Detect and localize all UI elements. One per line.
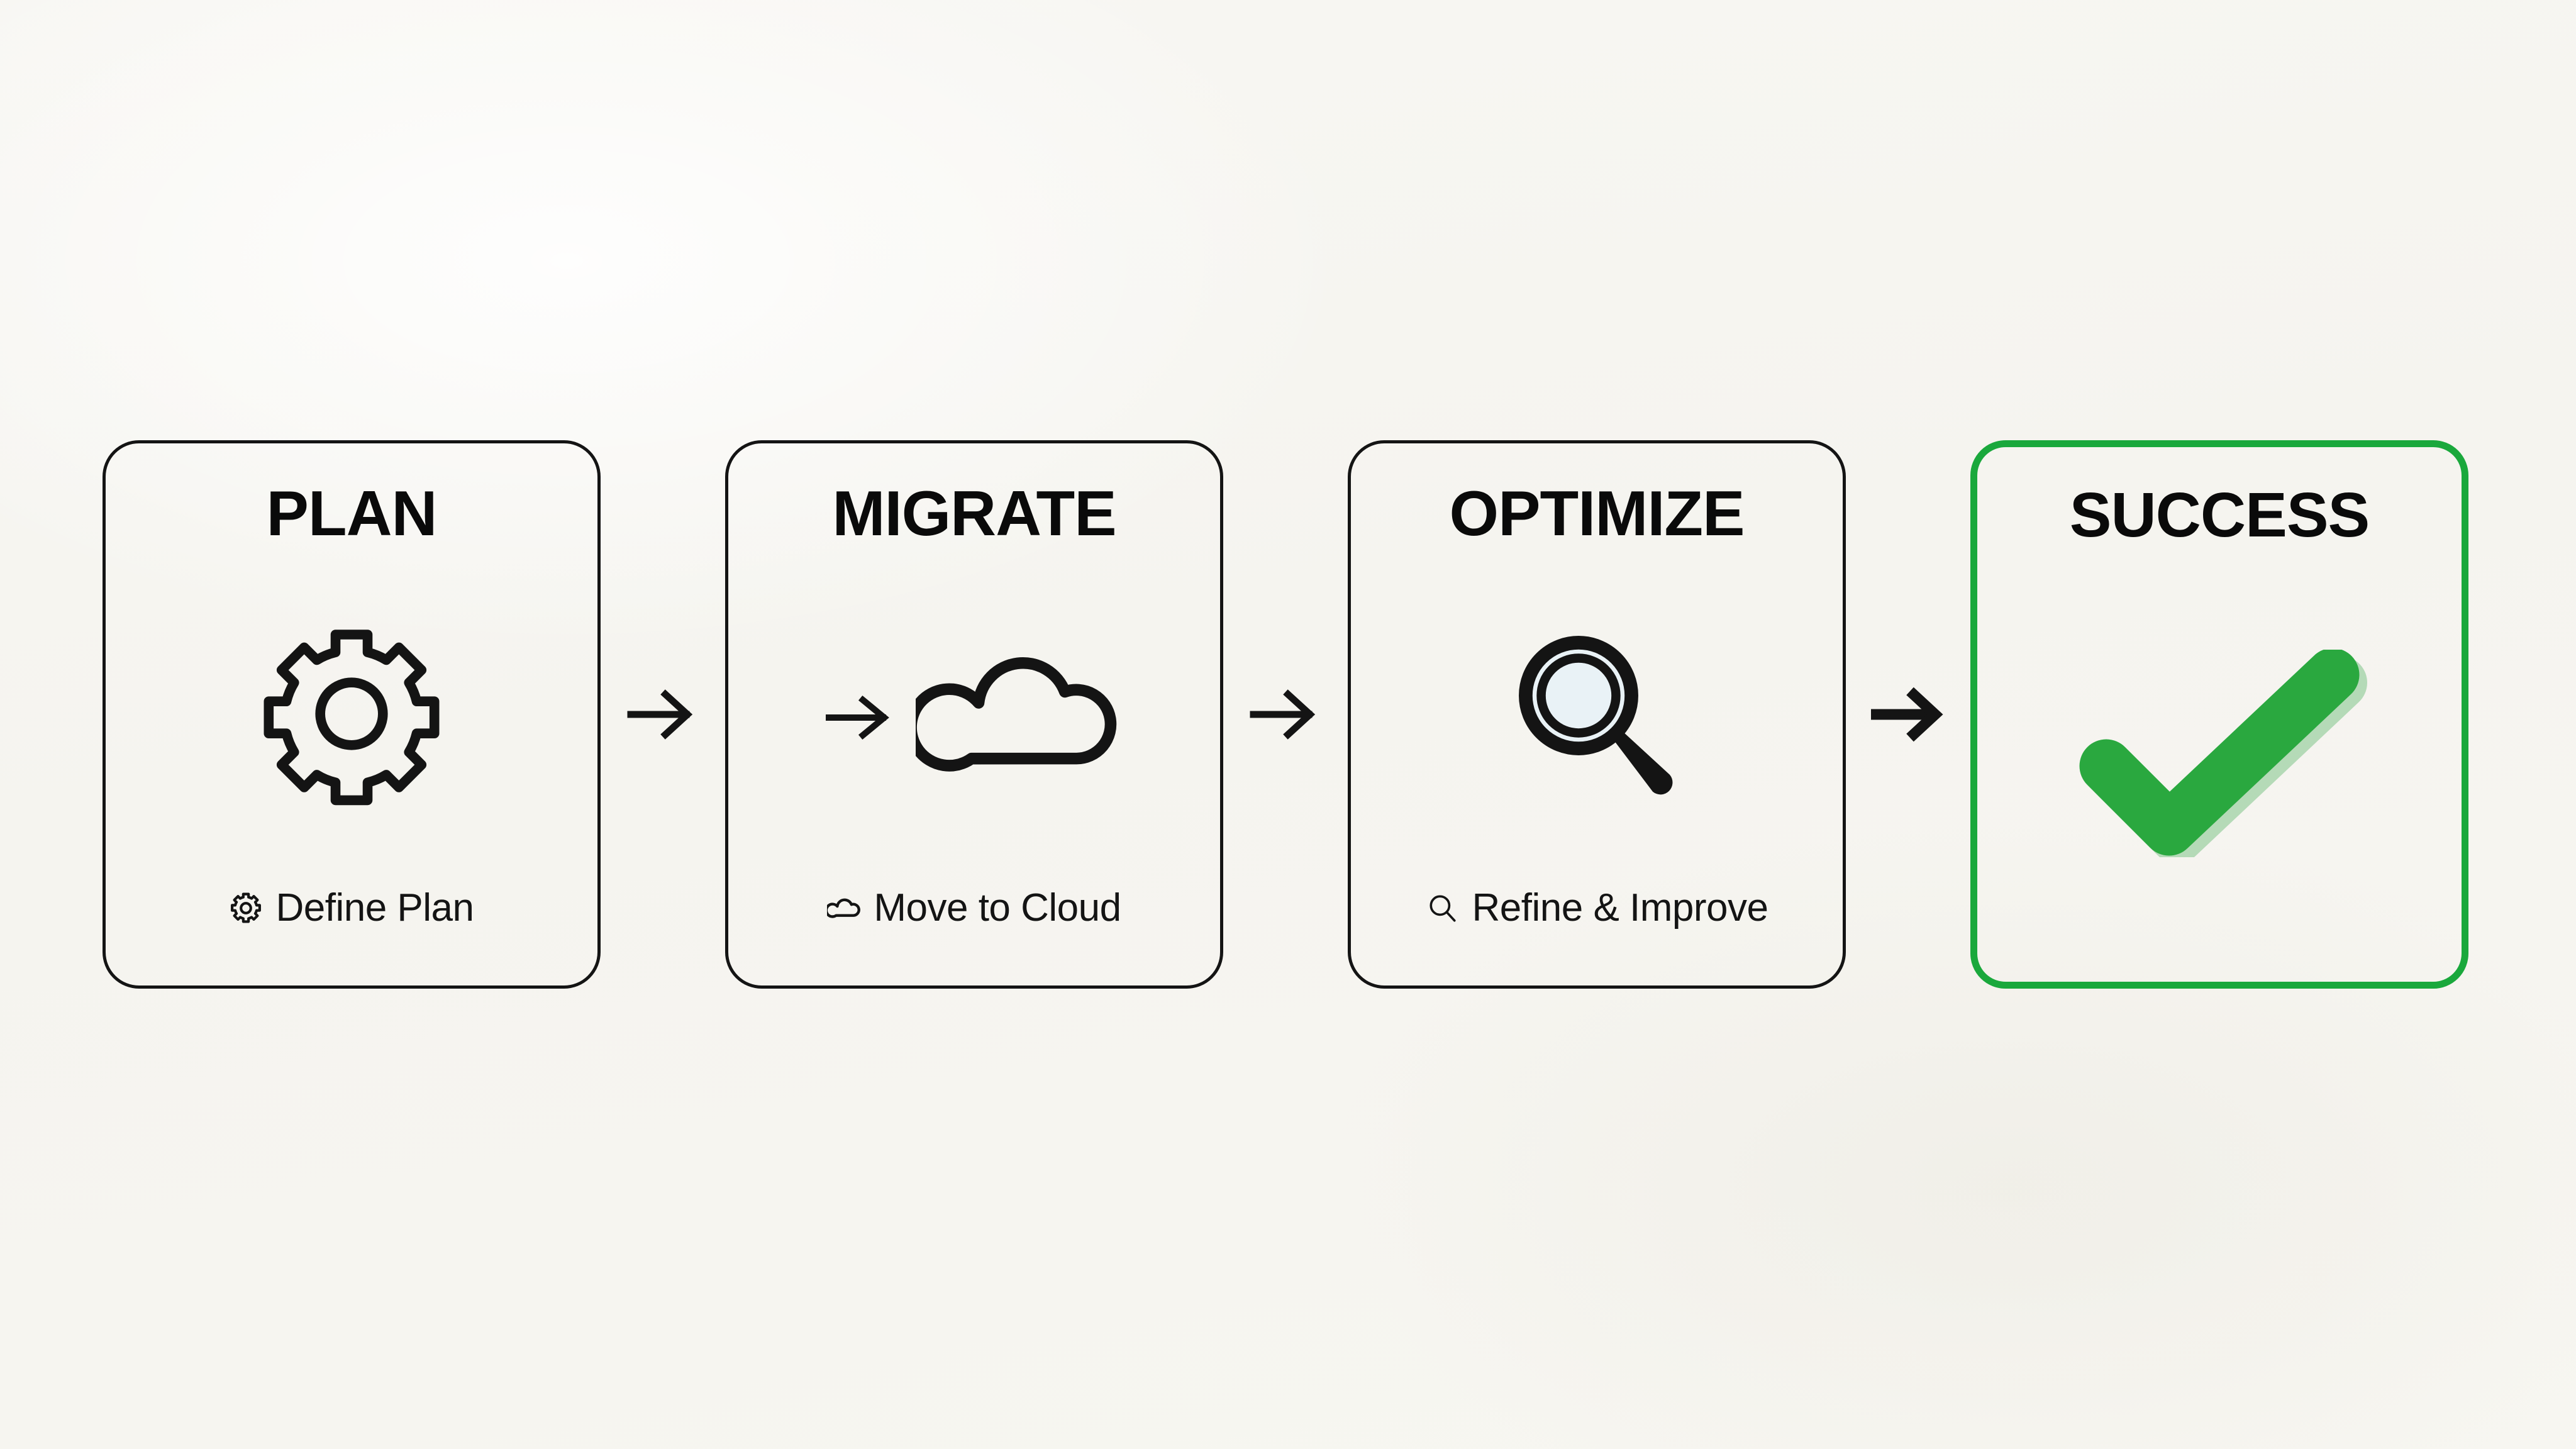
step-visual-plan [106, 542, 597, 889]
arrow-right-icon [1867, 681, 1949, 748]
step-footer-plan: Define Plan [229, 889, 474, 928]
gear-icon [257, 619, 446, 811]
cloud-icon [905, 640, 1123, 791]
step-visual-migrate [728, 542, 1220, 889]
cloud-icon [827, 891, 861, 925]
step-title: PLAN [266, 479, 438, 549]
step-visual-optimize [1351, 542, 1843, 889]
checkmark-icon [2072, 648, 2367, 863]
step-card-plan[interactable]: PLAN Define Plan [103, 440, 601, 989]
step-visual-success [1977, 553, 2462, 957]
step-title: SUCCESS [2069, 480, 2370, 550]
connector-plan-to-migrate [601, 440, 725, 989]
search-icon [1426, 891, 1460, 925]
magnifier-icon [1506, 623, 1688, 808]
connector-migrate-to-optimize [1223, 440, 1348, 989]
step-card-optimize[interactable]: OPTIMIZE Refine & Improve [1348, 440, 1846, 989]
step-title: OPTIMIZE [1449, 479, 1745, 549]
step-footer-label: Move to Cloud [874, 886, 1121, 930]
process-flow-diagram: PLAN Define Plan [0, 440, 2576, 989]
step-footer-migrate: Move to Cloud [827, 889, 1121, 928]
step-card-migrate[interactable]: MIGRATE Move [725, 440, 1223, 989]
step-card-success[interactable]: SUCCESS [1970, 440, 2468, 989]
arrow-right-icon [825, 691, 896, 744]
gear-icon [229, 891, 263, 925]
step-footer-label: Define Plan [275, 886, 474, 930]
arrow-right-icon [626, 684, 700, 745]
arrow-right-icon [1248, 684, 1323, 745]
step-title: MIGRATE [832, 479, 1116, 549]
connector-optimize-to-success [1846, 440, 1970, 989]
step-footer-optimize: Refine & Improve [1426, 889, 1768, 928]
step-footer-label: Refine & Improve [1472, 886, 1769, 930]
